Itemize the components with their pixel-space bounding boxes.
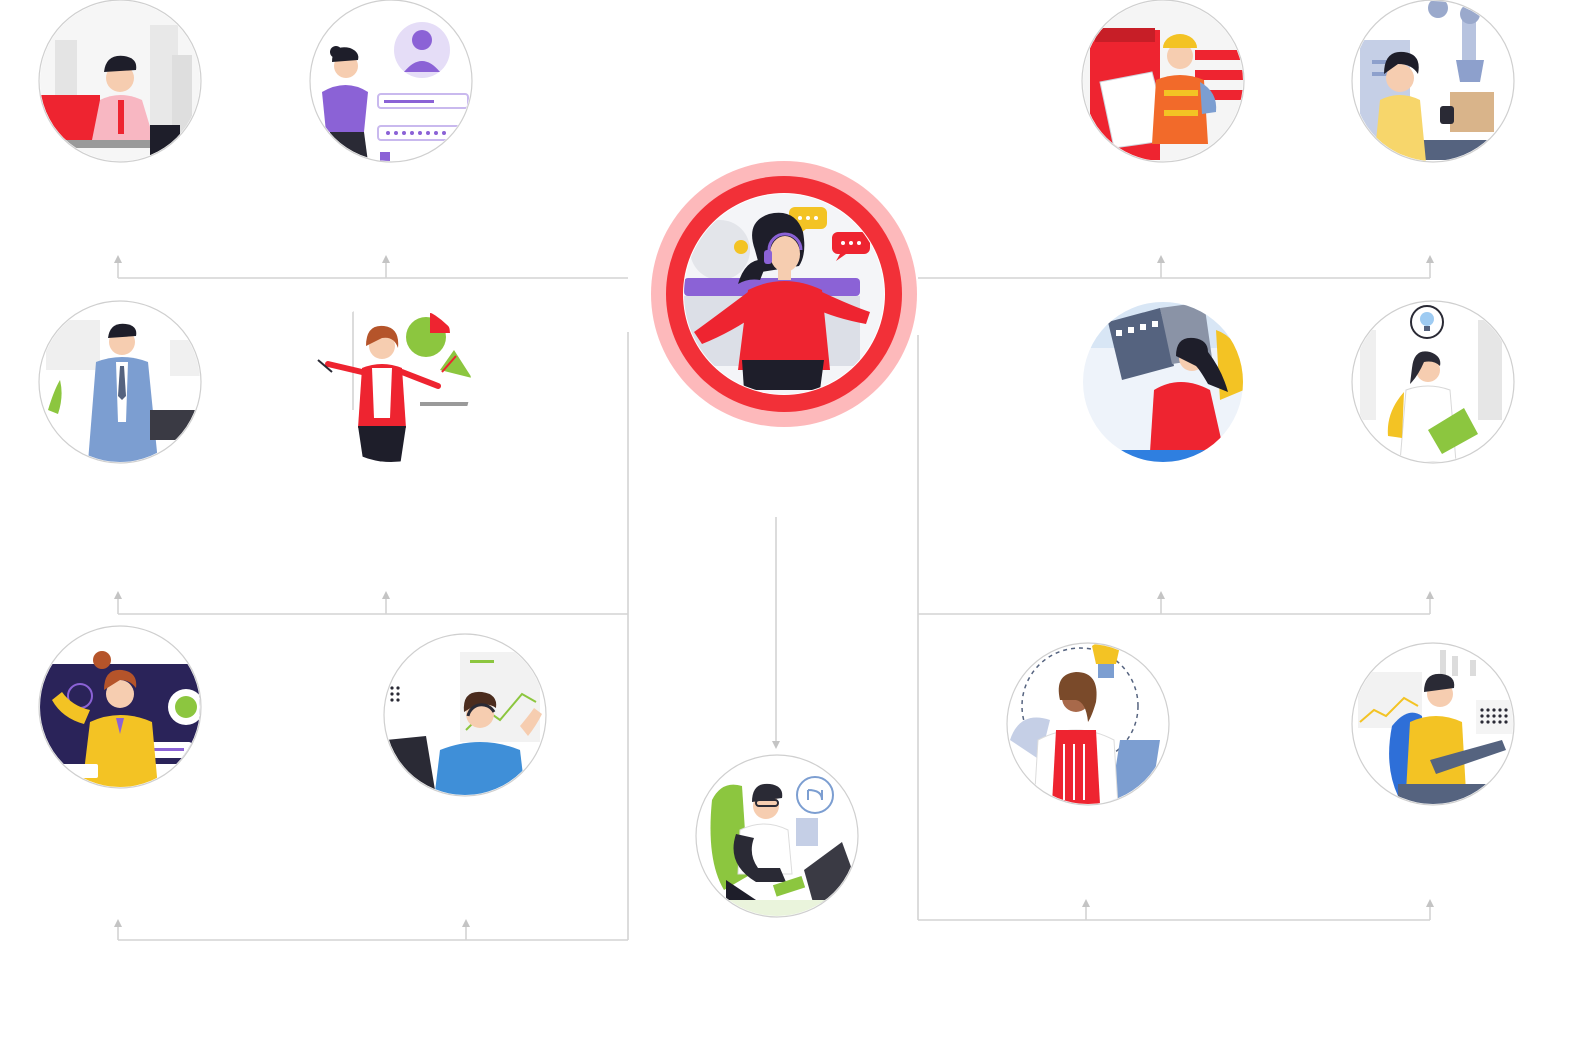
connector-left-mid [117,594,628,615]
businessman-on-phone-icon [40,302,200,462]
arrowhead [114,919,122,927]
hub-node [651,161,917,427]
node-presenter-pie-chart [310,301,472,463]
node-office-worker-desk [38,0,202,163]
user-profile-form-icon [311,1,471,161]
connectors [117,258,1431,941]
creative-designer-icon [1008,644,1168,804]
connector-right-bottom [918,902,1431,921]
headset-analytics-icon [385,635,545,795]
idea-lightbulb-clipboard-icon [1353,302,1513,462]
warehouse-robotic-arm-icon [1353,1,1513,161]
node-businessman-phone [38,300,202,464]
arrowhead [1157,591,1165,599]
connector-top-left [117,258,628,279]
node-warehouse-robot-arm [1351,0,1515,163]
node-headset-analytics [383,633,547,797]
arrowhead [1426,591,1434,599]
arrowhead [1426,255,1434,263]
arrowhead [382,591,390,599]
customer-support-agent-headset-icon [684,194,884,394]
arrowhead [382,255,390,263]
node-designer-creative [1006,642,1170,806]
developer-gaming-chair-icon [697,756,857,916]
connector-top-right [918,258,1431,279]
connector-right-mid [918,594,1431,615]
arrowhead [1082,899,1090,907]
node-profile-form [309,0,473,163]
node-gamer-developer [695,754,859,918]
presenter-pie-chart-icon [311,302,471,462]
arrowhead [114,255,122,263]
node-construction-worker [1081,0,1245,163]
node-film-reel [1082,301,1244,463]
arrowheads [114,255,1434,927]
arrowhead [772,741,780,749]
construction-worker-blueprint-icon [1083,1,1243,161]
arrowhead [1157,255,1165,263]
arrowhead [114,591,122,599]
support-chat-bubble-icon [40,627,200,787]
arrowhead [462,919,470,927]
node-idea-clipboard [1351,300,1515,464]
node-data-analyst [1351,642,1515,806]
node-support-chat [38,625,202,789]
connector-left-bottom [117,922,628,941]
arrowhead [1426,899,1434,907]
